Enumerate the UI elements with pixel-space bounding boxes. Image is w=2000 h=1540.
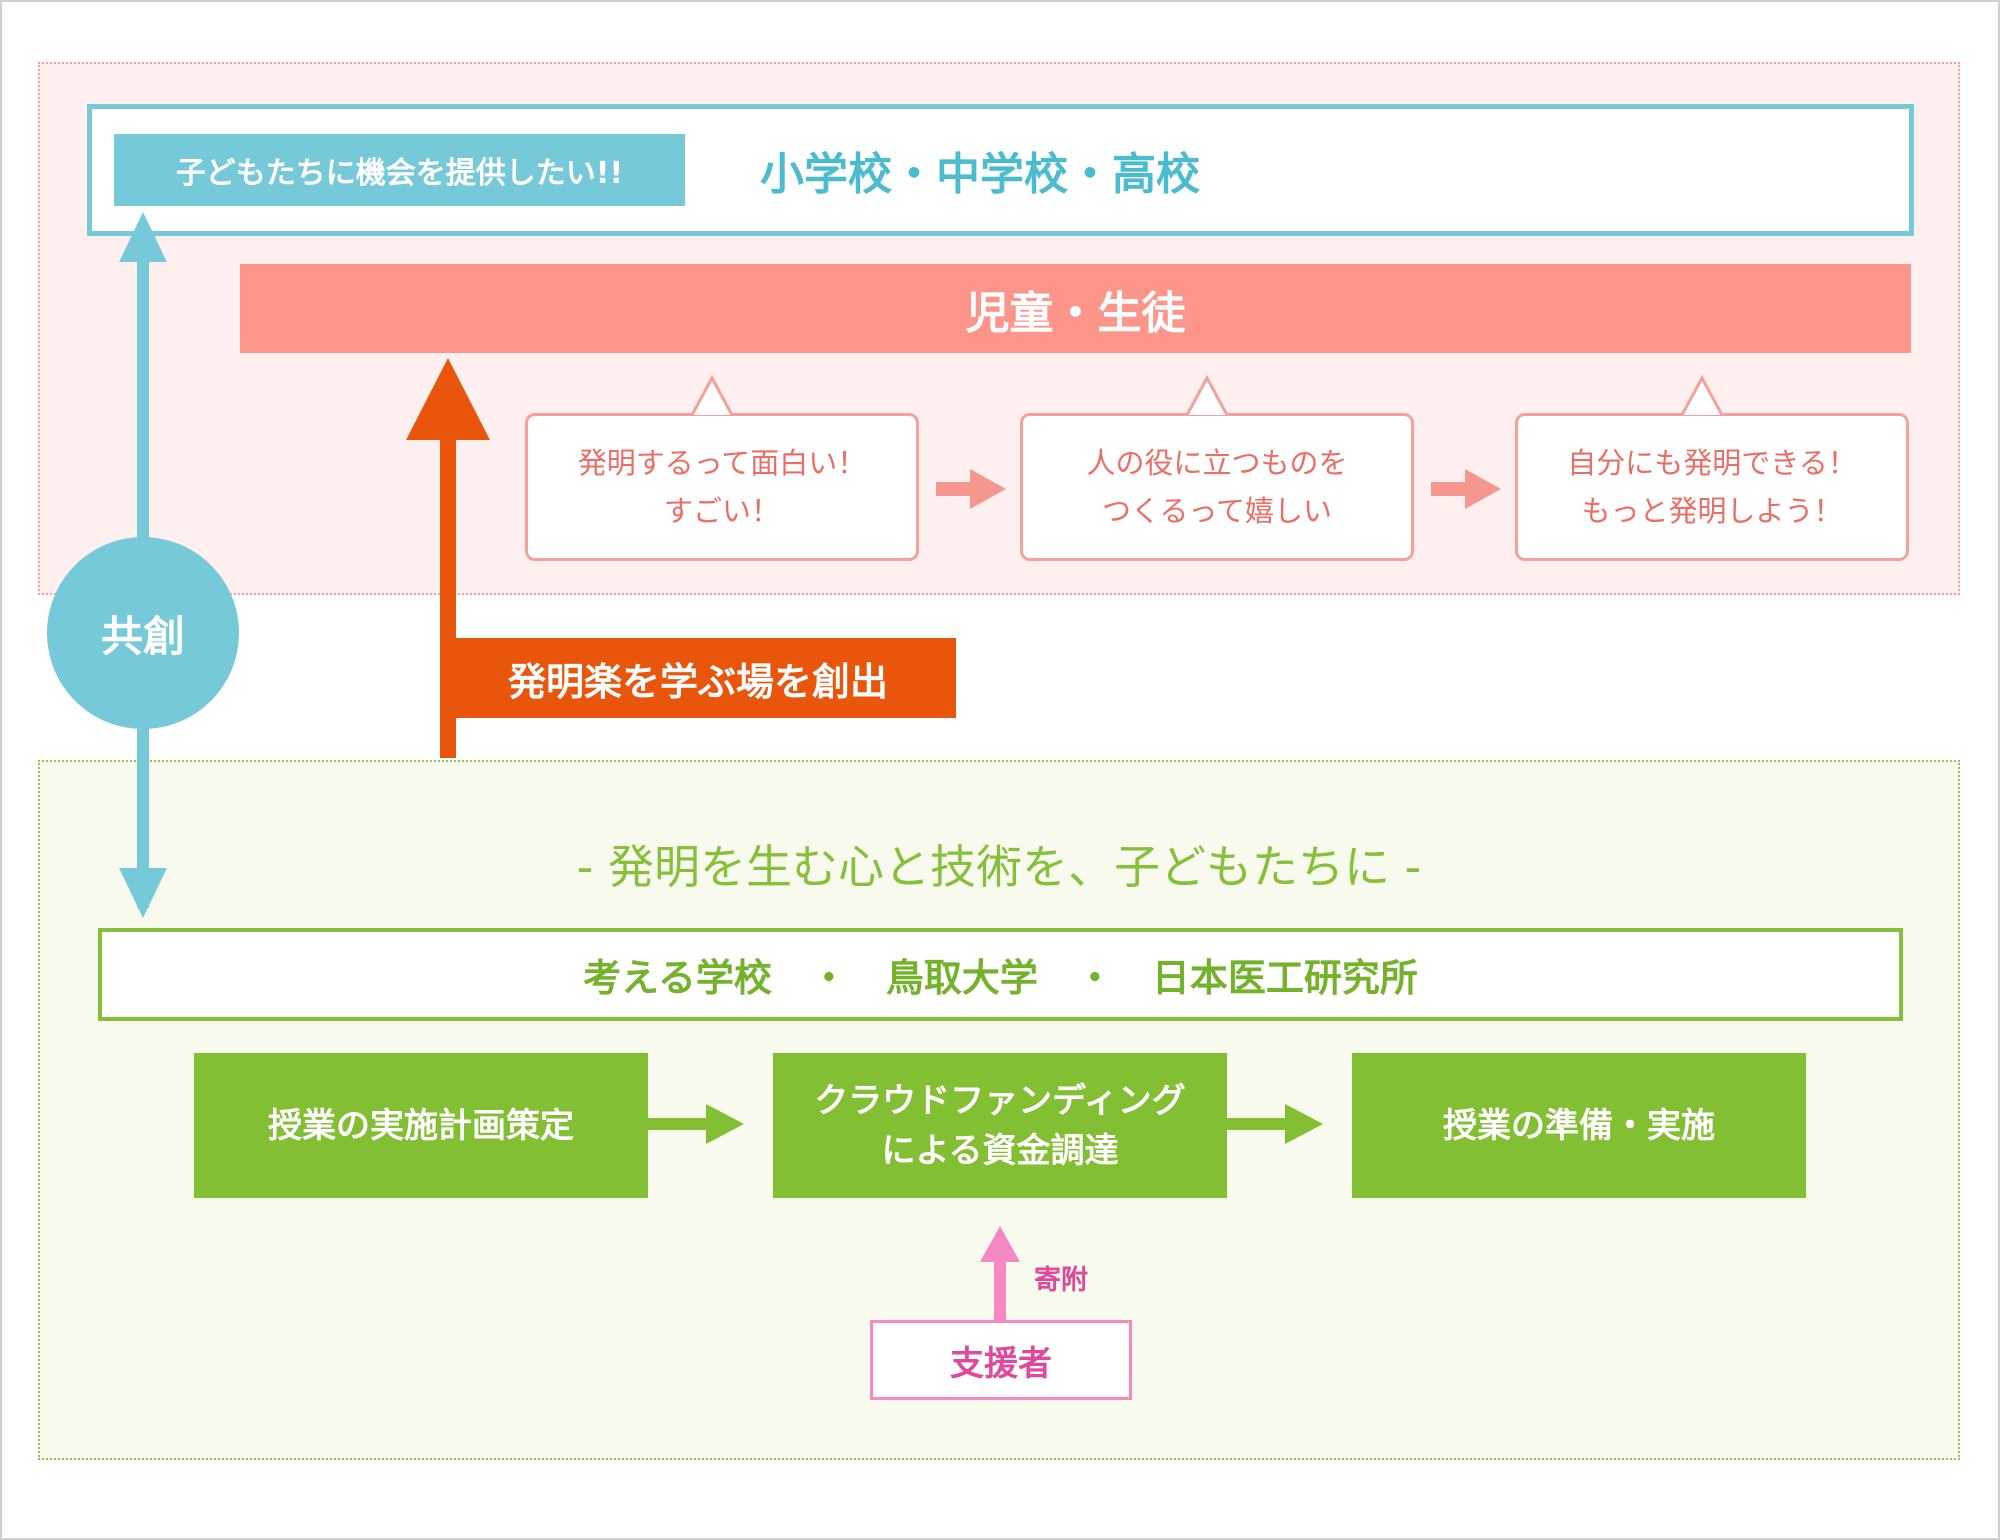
bubble-flow-arrows — [936, 469, 1501, 509]
step-3-label: 授業の準備・実施 — [1443, 1105, 1715, 1146]
step-2-line1: クラウドファンディング — [814, 1080, 1186, 1121]
bubble-1-line2: すごい！ — [663, 494, 780, 528]
co-creation-circle: 共創 — [47, 537, 239, 729]
step-flow-arrows — [648, 1104, 1323, 1144]
schools-title: 小学校・中学校・高校 — [760, 149, 1200, 200]
bubble-2-line2: つくるって嬉しい — [1102, 494, 1332, 528]
donation-arrow — [980, 1226, 1020, 1322]
bubble-2-line1: 人の役に立つものを — [1086, 446, 1348, 480]
speech-bubble-1: 発明するって面白い！ すごい！ — [525, 413, 919, 561]
step-2-line2: による資金調達 — [881, 1130, 1119, 1171]
donation-label: 寄附 — [1034, 1265, 1088, 1296]
step-lesson-implementation: 授業の準備・実施 — [1352, 1053, 1806, 1198]
bubble-3-line2: もっと発明しよう！ — [1581, 494, 1843, 528]
orange-callout: 発明楽を学ぶ場を創出 — [440, 638, 956, 718]
partners-box: 考える学校 ・ 鳥取大学 ・ 日本医工研究所 — [98, 928, 1903, 1021]
bubble-3-line1: 自分にも発明できる！ — [1567, 446, 1857, 480]
speech-bubble-3: 自分にも発明できる！ もっと発明しよう！ — [1515, 413, 1909, 561]
bubble-1-line1: 発明するって面白い！ — [577, 446, 867, 480]
speech-bubble-2: 人の役に立つものをつくるって嬉しい — [1020, 413, 1414, 561]
tagline: - 発明を生む心と技術を、子どもたちに - — [576, 840, 1422, 894]
step-lesson-planning: 授業の実施計画策定 — [194, 1053, 648, 1198]
step-crowdfunding: クラウドファンディングによる資金調達 — [773, 1053, 1227, 1198]
bubble-tails — [690, 374, 1724, 416]
step-1-label: 授業の実施計画策定 — [268, 1105, 574, 1146]
students-bar: 児童・生徒 — [240, 264, 1911, 353]
schools-tag: 子どもたちに機会を提供したい!! — [114, 134, 685, 206]
